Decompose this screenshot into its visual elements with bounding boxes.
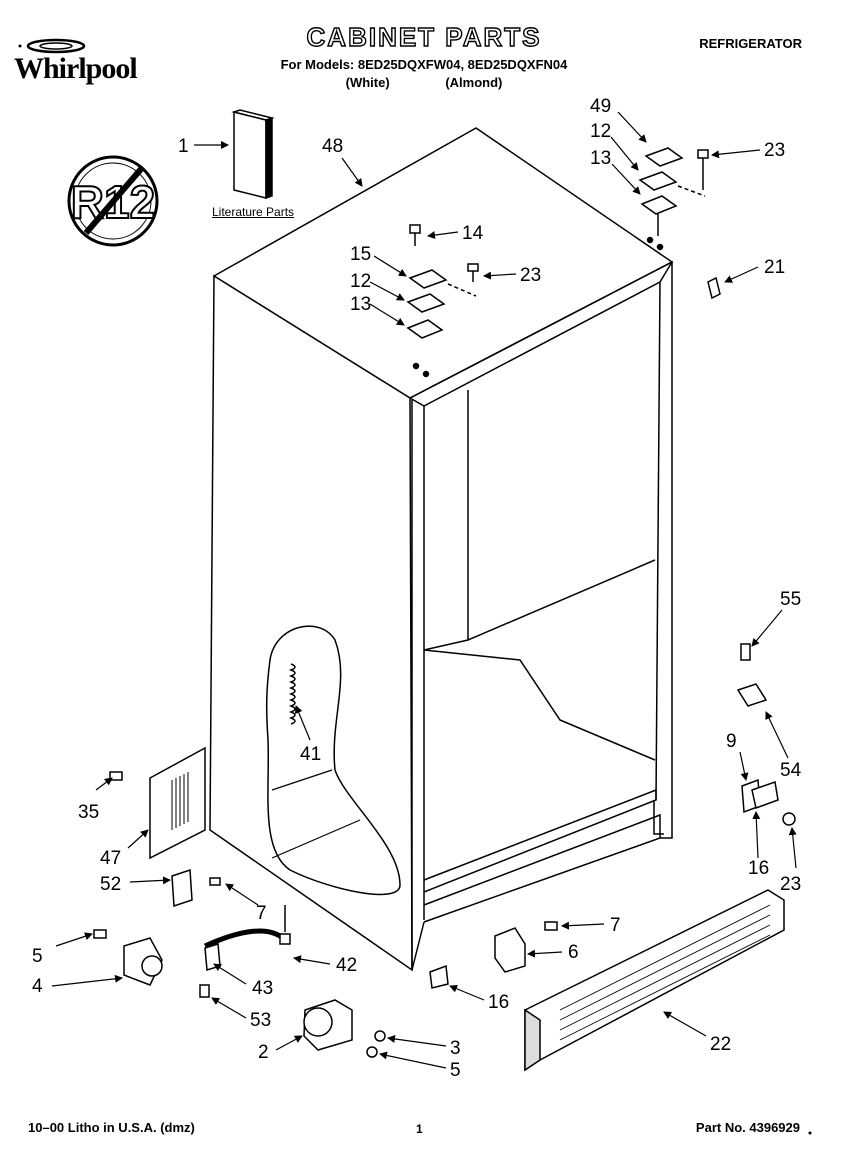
callout-35: 35 <box>78 802 99 823</box>
callout-48: 48 <box>322 136 343 157</box>
callout-16b: 16 <box>488 992 509 1013</box>
callout-23b: 23 <box>520 265 541 286</box>
literature-parts-label: Literature Parts <box>212 205 295 219</box>
callout-16: 16 <box>748 858 769 879</box>
callout-2: 2 <box>258 1042 269 1063</box>
logo-swirl-icon <box>26 38 86 54</box>
callout-12b: 12 <box>350 271 371 292</box>
no-r12-badge: R12 <box>67 155 159 247</box>
refrigerator-cabinet <box>209 127 674 972</box>
footer-page-number: 1 <box>416 1122 423 1136</box>
callout-14: 14 <box>462 223 484 244</box>
callout-13: 13 <box>590 148 611 169</box>
callout-15: 15 <box>350 244 371 265</box>
callout-13b: 13 <box>350 294 371 315</box>
callout-53: 53 <box>250 1010 271 1031</box>
lower-center-parts <box>429 921 558 989</box>
callout-47: 47 <box>100 848 121 869</box>
footer-litho: 10–00 Litho in U.S.A. (dmz) <box>28 1120 195 1135</box>
drain-spring-41 <box>288 663 296 725</box>
callout-42: 42 <box>336 955 357 976</box>
side-cutaway <box>265 625 401 896</box>
callout-23: 23 <box>764 140 785 161</box>
callout-22: 22 <box>710 1034 731 1055</box>
appliance-type: REFRIGERATOR <box>699 36 802 51</box>
callouts <box>51 111 797 1069</box>
callout-3: 3 <box>450 1038 461 1059</box>
callout-7: 7 <box>256 903 267 924</box>
lower-left-parts <box>93 868 291 998</box>
callout-41: 41 <box>300 744 321 765</box>
callout-52: 52 <box>100 874 121 895</box>
literature-booklet <box>231 109 275 200</box>
callout-numbers: 1 48 49 12 13 23 14 15 12 23 13 21 55 41… <box>32 96 802 1081</box>
callout-21: 21 <box>764 257 785 278</box>
callout-7b: 7 <box>610 915 621 936</box>
whirlpool-logo: Whirlpool <box>14 38 164 86</box>
callout-9: 9 <box>726 731 737 752</box>
callout-49: 49 <box>590 96 611 117</box>
callout-5b: 5 <box>450 1060 461 1081</box>
callout-6: 6 <box>568 942 579 963</box>
page-title: CABINET PARTS <box>306 21 542 52</box>
center-hinge-parts <box>406 224 479 378</box>
color-almond: (Almond) <box>445 75 503 90</box>
footer-part-number: Part No. 4396929 <box>695 1120 800 1135</box>
models-line: For Models: 8ED25DQXFW04, 8ED25DQXFN04 <box>280 57 568 72</box>
callout-5: 5 <box>32 946 43 967</box>
callout-23c: 23 <box>780 874 801 895</box>
callout-4: 4 <box>32 976 43 997</box>
callout-1: 1 <box>178 136 189 157</box>
rear-access-panel <box>109 746 206 860</box>
right-hinge-parts <box>638 147 721 300</box>
brand-name: Whirlpool <box>14 52 138 85</box>
color-variants: (White) (Almond) <box>0 75 848 90</box>
right-bracket-parts <box>736 643 796 826</box>
callout-55: 55 <box>780 589 801 610</box>
callout-54: 54 <box>780 760 802 781</box>
lower-hinge-bracket <box>303 999 386 1058</box>
callout-12: 12 <box>590 121 611 142</box>
color-white: (White) <box>345 75 390 90</box>
callout-43: 43 <box>252 978 273 999</box>
base-grille <box>524 889 785 1072</box>
